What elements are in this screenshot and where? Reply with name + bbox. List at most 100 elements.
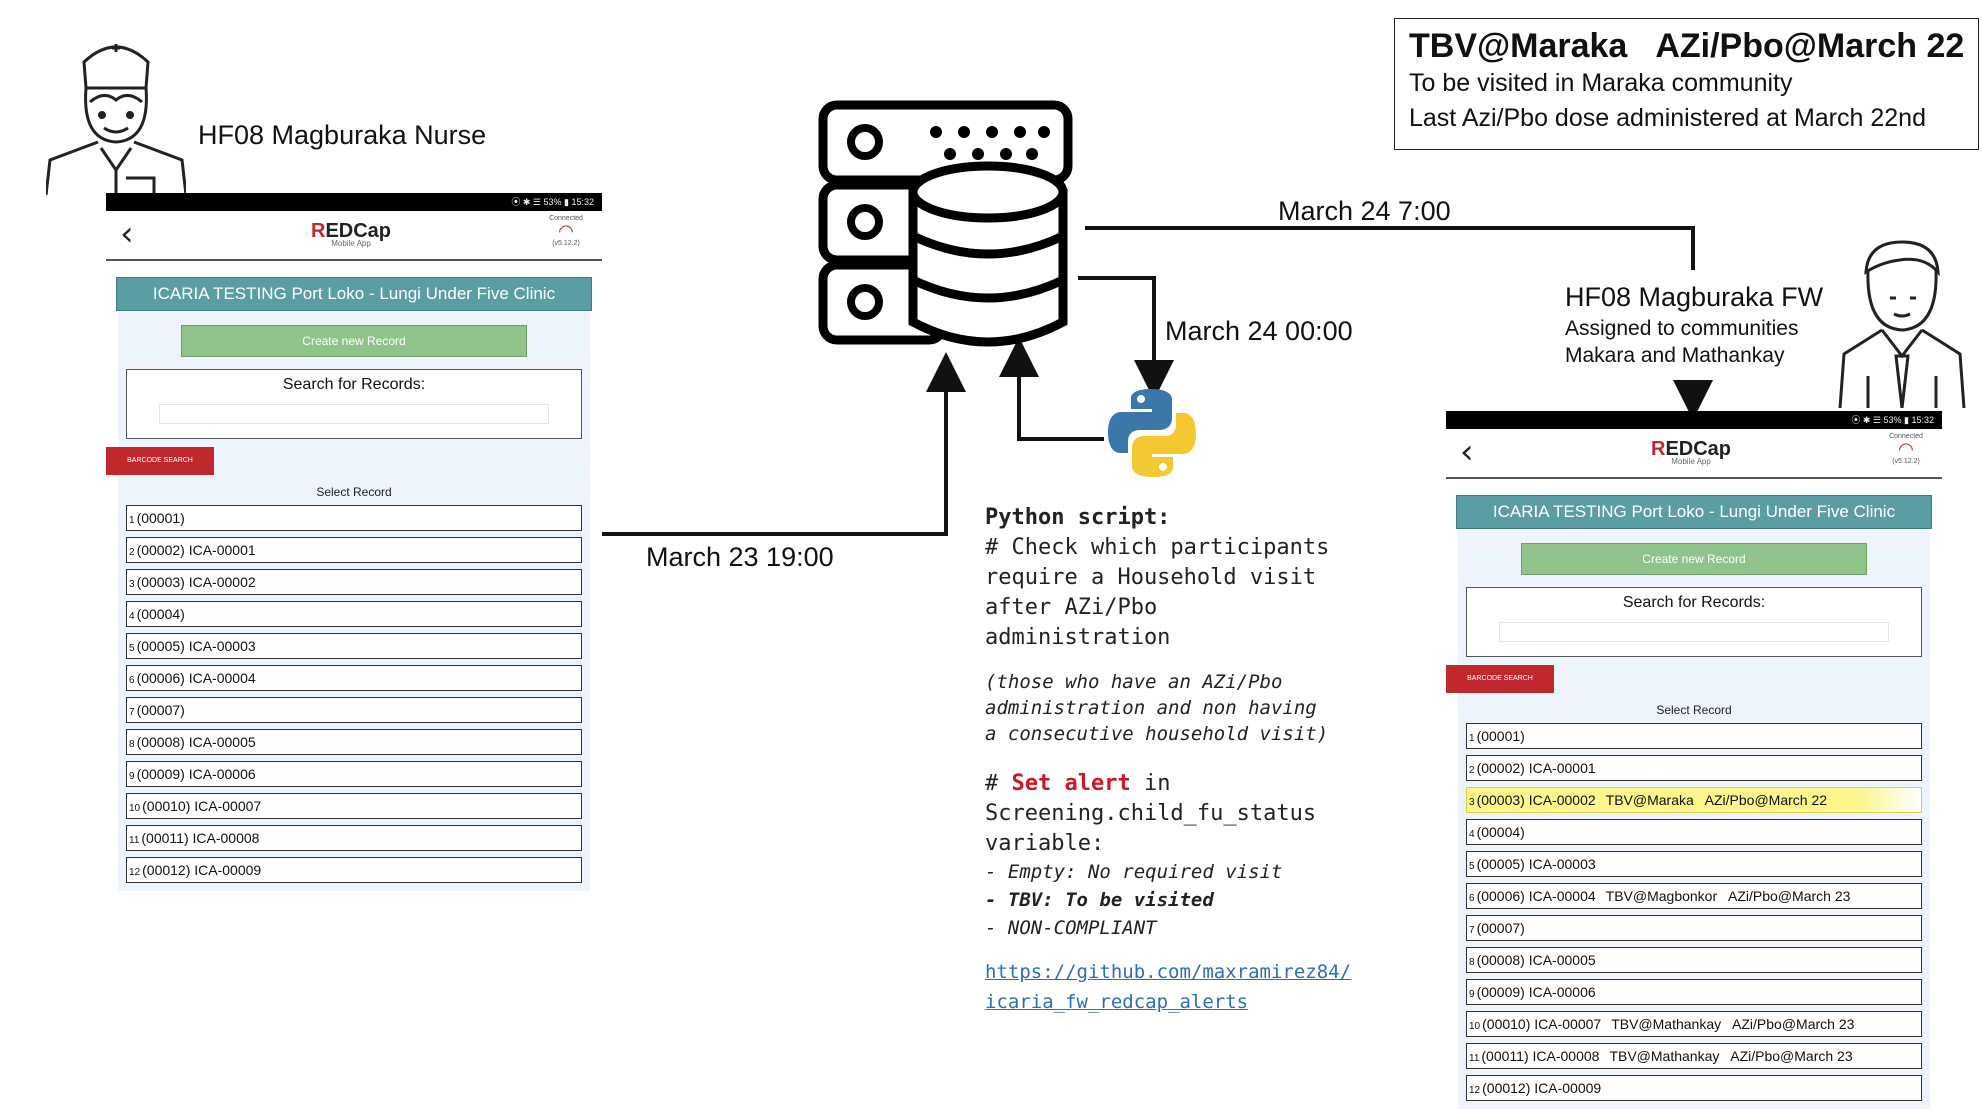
python-paren-2: administration and non having [985,697,1317,719]
python-comment-3: after AZi/Pbo [985,595,1158,620]
search-label: Search for Records: [1622,594,1766,611]
record-list: 1(00001) 2(00002) ICA-00001 3(00003) ICA-0… [1458,723,1930,1101]
record-row[interactable]: 12(00012) ICA-00009 [1466,1075,1922,1101]
arrow-nurse-to-server [602,352,966,536]
arrow-server-to-fw [1085,226,1695,270]
record-row[interactable]: 7(00007) [1466,915,1922,941]
search-input[interactable] [159,404,549,424]
fw-sub-1: Assigned to communities [1565,317,1799,340]
record-row[interactable]: 2(00002) ICA-00001 [1466,755,1922,781]
create-record-button[interactable]: Create new Record [181,325,527,357]
record-row[interactable]: 3(00003) ICA-00002 [126,569,582,595]
record-id: (00002) ICA-00001 [1476,760,1596,776]
record-row[interactable]: 4(00004) [126,601,582,627]
database-server-icon [818,100,1073,347]
legend-code-azi: AZi/Pbo@March 22 [1655,27,1965,65]
record-row[interactable]: 11(00011) ICA-00008 [126,825,582,851]
status-bar: ⦿ ✱ ☰ 53% ▮ 15:32 [1446,411,1942,429]
nurse-icon [46,44,186,195]
record-id: (00005) ICA-00003 [136,638,256,654]
python-option-tbv: - TBV: To be visited [985,889,1214,911]
record-index: 4 [1469,829,1475,840]
record-index: 10 [129,803,141,814]
record-id: (00010) ICA-00007 [1482,1016,1602,1032]
record-id: (00007) [136,702,185,718]
record-index: 3 [129,579,135,590]
record-id: (00004) [136,606,185,622]
record-id: (00001) [136,510,185,526]
time-label-nurse-upload: March 23 19:00 [646,542,834,572]
python-comment-4: administration [985,625,1171,650]
record-list: 1(00001) 2(00002) ICA-00001 3(00003) ICA-0… [118,505,590,883]
record-row[interactable]: 2(00002) ICA-00001 [126,537,582,563]
search-box: Search for Records: [126,369,582,439]
record-index: 1 [129,515,135,526]
record-index: 4 [129,611,135,622]
record-row[interactable]: 12(00012) ICA-00009 [126,857,582,883]
record-id: (00009) ICA-00006 [1476,984,1596,1000]
record-index: 7 [129,707,135,718]
record-index: 2 [1469,765,1475,776]
record-row[interactable]: 6(00006) ICA-00004 [126,665,582,691]
record-id: (00003) ICA-00002 [136,574,256,590]
python-paren-1: (those who have an AZi/Pbo [985,671,1283,693]
record-id: (00008) ICA-00005 [136,734,256,750]
record-row[interactable]: 4(00004) [1466,819,1922,845]
barcode-search-button[interactable]: BARCODE SEARCH [106,447,214,475]
record-row[interactable]: 8(00008) ICA-00005 [126,729,582,755]
record-row[interactable]: 9(00009) ICA-00006 [126,761,582,787]
barcode-search-button[interactable]: BARCODE SEARCH [1446,665,1554,693]
record-index: 5 [129,643,135,654]
set-alert-text: Set alert [1011,771,1131,796]
record-id: (00011) ICA-00008 [1481,1048,1600,1064]
record-index: 6 [1469,893,1475,904]
python-option-empty: - Empty: No required visit [985,861,1283,883]
python-option-noncompliant: - NON-COMPLIANT [985,917,1157,939]
back-icon[interactable]: ‹ [120,214,134,254]
record-index: 10 [1469,1021,1481,1032]
python-set-alert-line: # Set alert in [985,771,1171,796]
record-row[interactable]: 9(00009) ICA-00006 [1466,979,1922,1005]
legend-line-1: To be visited in Maraka community [1409,69,1793,97]
record-row[interactable]: 8(00008) ICA-00005 [1466,947,1922,973]
record-index: 11 [1469,1053,1480,1064]
python-comment-1: # Check which participants [985,535,1330,560]
status-bar: ⦿ ✱ ☰ 53% ▮ 15:32 [106,193,602,211]
select-record-label: Select Record [1656,703,1732,717]
record-alert-note: TBV@Magbonkor AZi/Pbo@March 23 [1605,888,1851,904]
record-id: (00007) [1476,920,1525,936]
record-row[interactable]: 10(00010) ICA-00007 [126,793,582,819]
project-title: ICARIA TESTING Port Loko - Lungi Under F… [1456,495,1932,529]
record-row[interactable]: 5(00005) ICA-00003 [1466,851,1922,877]
record-index: 8 [129,739,135,750]
github-link-2[interactable]: icaria_fw_redcap_alerts [985,991,1249,1013]
python-logo-icon [1108,389,1196,477]
record-row[interactable]: 5(00005) ICA-00003 [126,633,582,659]
record-index: 1 [1469,733,1475,744]
record-index: 2 [129,547,135,558]
github-link-1[interactable]: https://github.com/maxramirez84/ [985,961,1352,983]
record-index: 9 [129,771,135,782]
record-row[interactable]: 1(00001) [126,505,582,531]
back-icon[interactable]: ‹ [1460,432,1474,472]
python-comment-2: require a Household visit [985,565,1317,590]
create-record-button[interactable]: Create new Record [1521,543,1867,575]
nurse-label: HF08 Magburaka Nurse [198,120,487,150]
project-title: ICARIA TESTING Port Loko - Lungi Under F… [116,277,592,311]
record-id: (00009) ICA-00006 [136,766,256,782]
record-id: (00005) ICA-00003 [1476,856,1596,872]
record-row[interactable]: 7(00007) [126,697,582,723]
record-index: 8 [1469,957,1475,968]
python-paren-3: a consecutive household visit) [985,723,1329,745]
search-input[interactable] [1499,622,1889,642]
record-id: (00004) [1476,824,1525,840]
record-row[interactable]: 1(00001) [1466,723,1922,749]
